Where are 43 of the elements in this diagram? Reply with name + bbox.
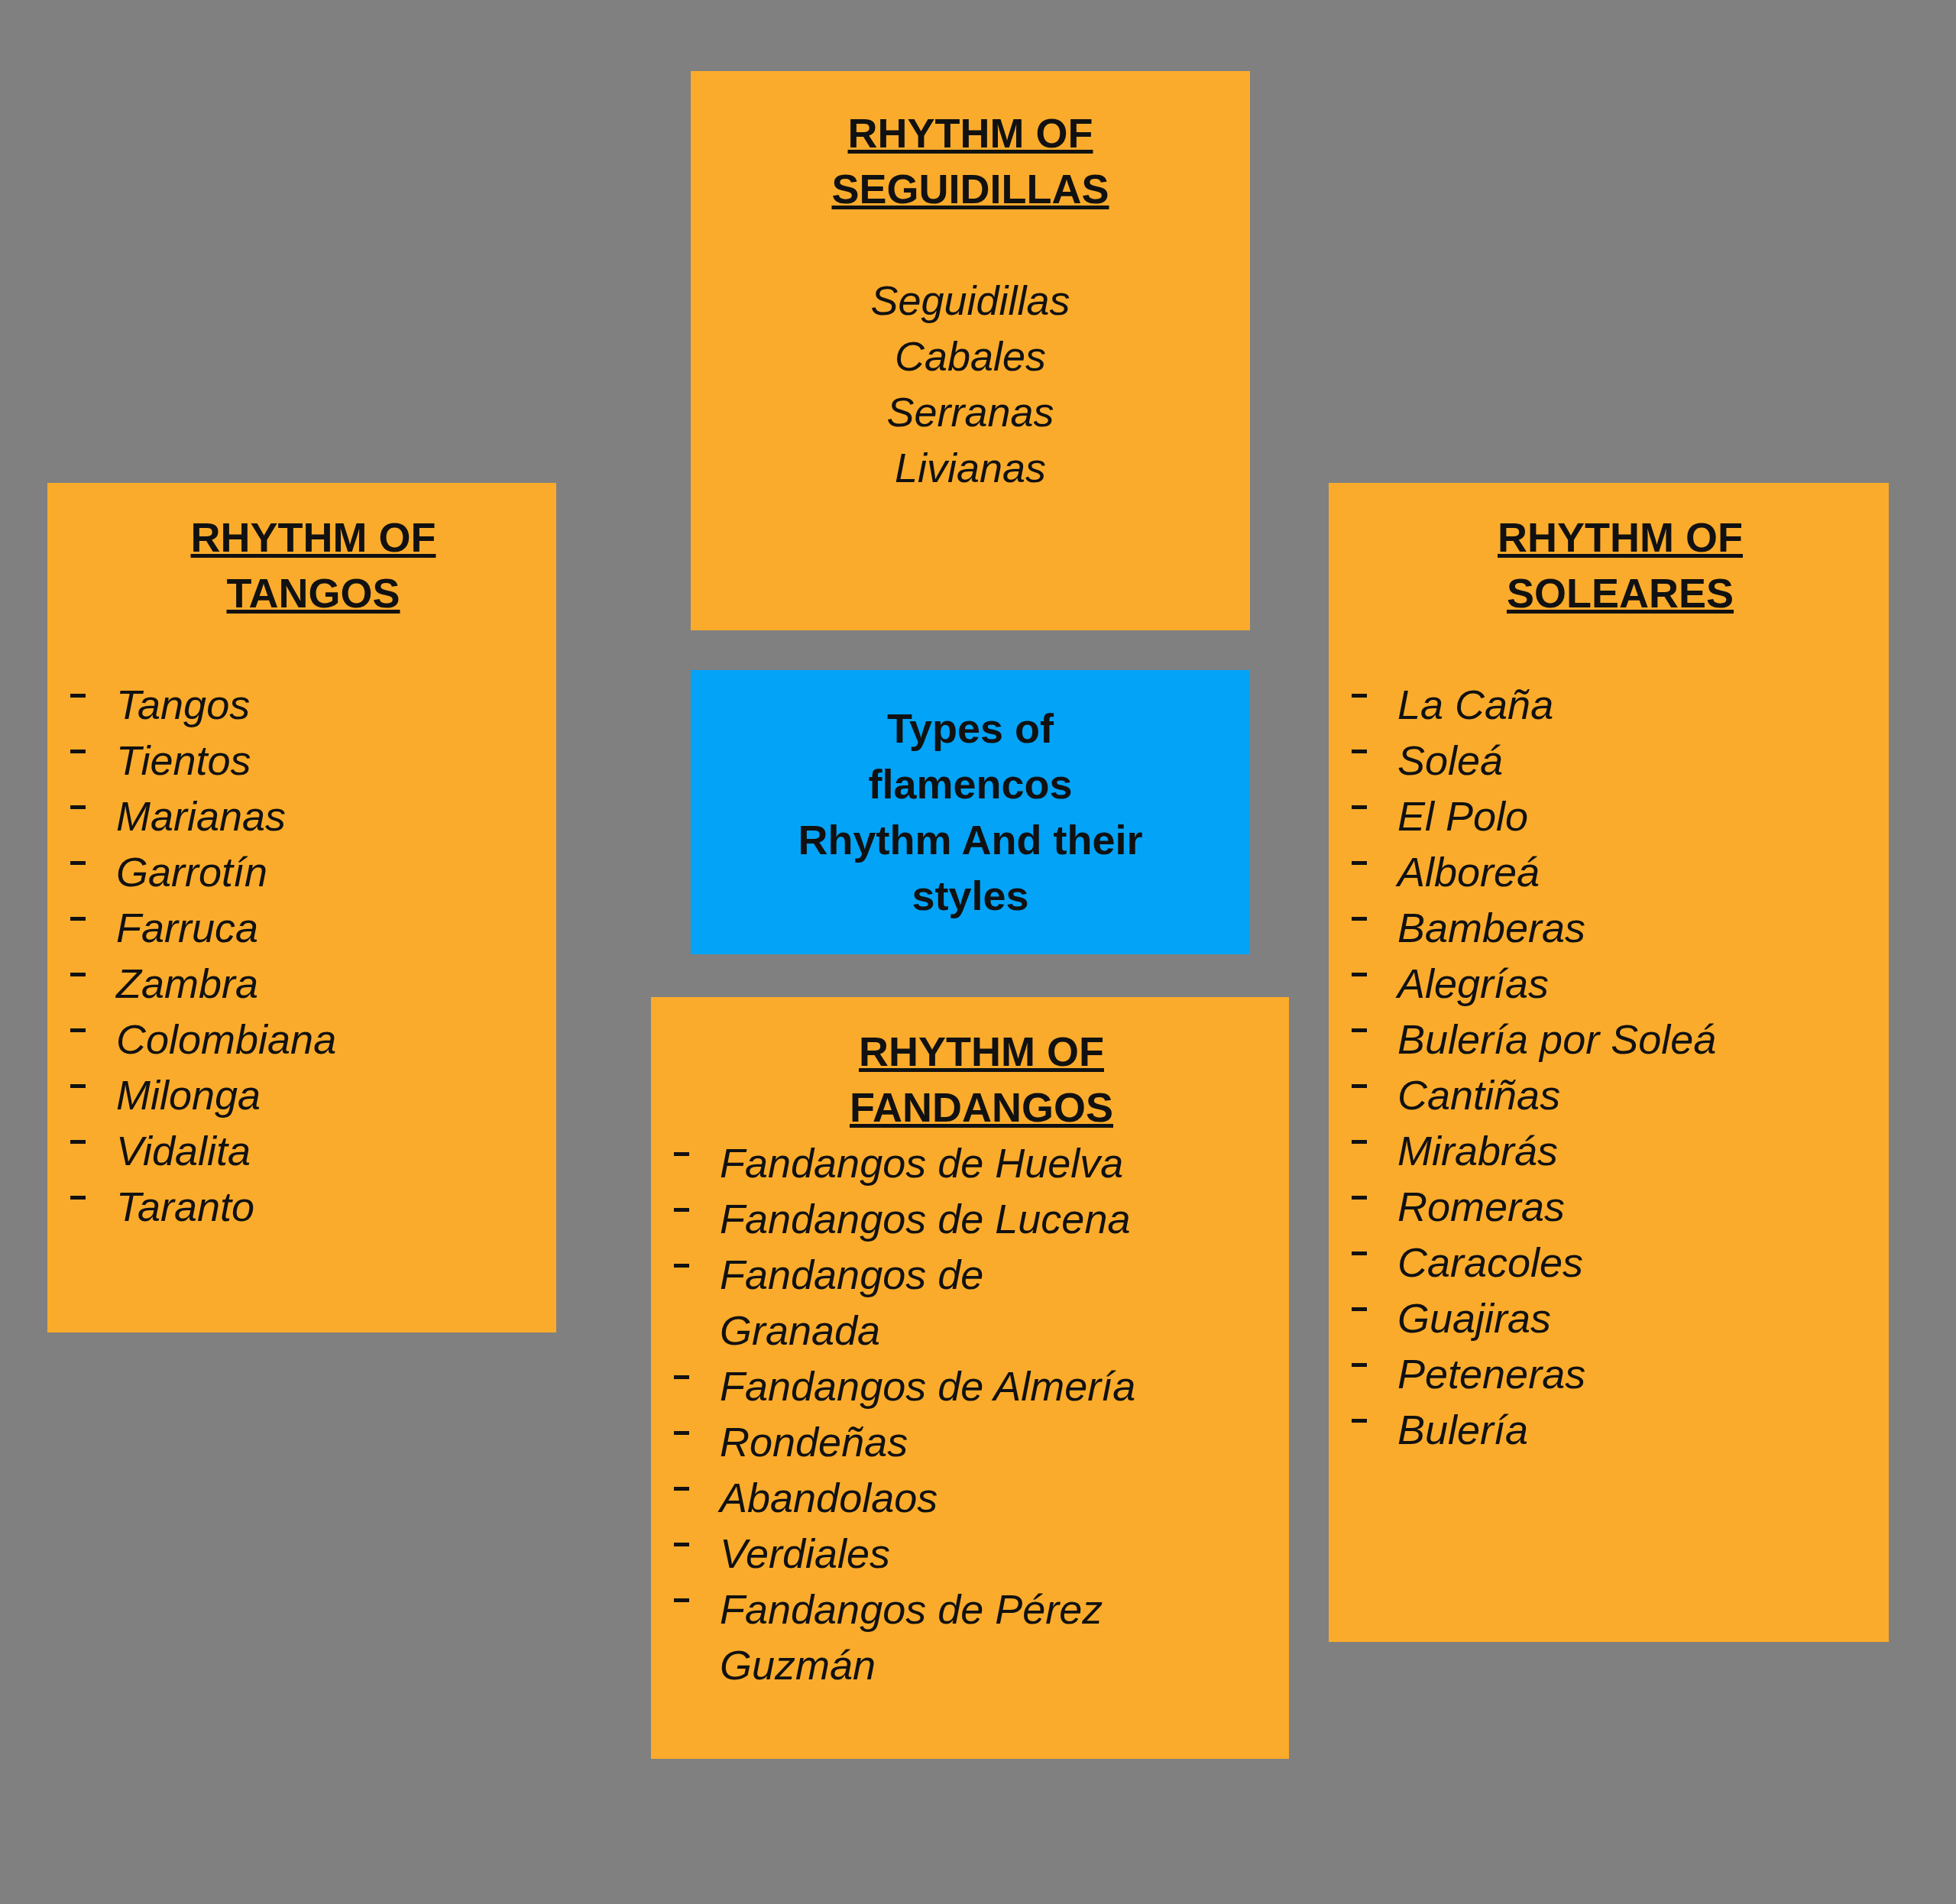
style-name: Soleá xyxy=(1397,737,1504,785)
rhythm-card xyxy=(651,997,1289,1759)
style-name: Cantiñas xyxy=(1397,1071,1561,1119)
style-name: Rondeñas xyxy=(720,1418,908,1466)
title-card xyxy=(691,670,1250,954)
card-title: Types of flamencos Rhythm And their styles xyxy=(797,704,1144,920)
card-heading: RHYTHM OF SOLEARES xyxy=(1497,513,1744,617)
style-name: Fandangos de Lucena xyxy=(720,1195,1131,1243)
style-name: Peteneras xyxy=(1397,1350,1586,1398)
style-name: Mirabrás xyxy=(1397,1127,1559,1175)
style-name: Tientos xyxy=(116,737,251,785)
style-name: Caracoles xyxy=(1397,1239,1584,1287)
style-name: Taranto xyxy=(116,1183,255,1231)
style-name: Milonga xyxy=(116,1071,261,1119)
style-name: Colombiana xyxy=(116,1015,337,1064)
card-heading: RHYTHM OF SEGUIDILLAS xyxy=(831,109,1110,213)
rhythm-card xyxy=(1329,483,1889,1642)
style-name: Fandangos de Granada xyxy=(720,1251,985,1355)
style-name: Tangos xyxy=(116,681,251,729)
style-name: Fandangos de Huelva xyxy=(720,1139,1124,1187)
style-name: Verdiales xyxy=(720,1530,891,1578)
style-name: Bamberas xyxy=(1397,904,1586,952)
style-name: Bulería por Soleá xyxy=(1397,1015,1717,1064)
style-name: Bulería xyxy=(1397,1406,1529,1454)
style-name: Fandangos de Almería xyxy=(720,1362,1136,1410)
style-name: Marianas xyxy=(116,792,287,840)
style-name: Livianas xyxy=(894,444,1047,492)
style-name: Seguidillas xyxy=(870,277,1070,325)
card-heading: RHYTHM OF TANGOS xyxy=(189,513,437,617)
rhythm-card xyxy=(691,71,1250,630)
style-name: Farruca xyxy=(116,904,259,952)
style-name: Garrotín xyxy=(116,848,268,896)
style-name: Vidalita xyxy=(116,1127,251,1175)
style-name: La Caña xyxy=(1397,681,1554,729)
style-name: Romeras xyxy=(1397,1183,1566,1231)
style-name: Zambra xyxy=(116,960,259,1008)
style-name: Cabales xyxy=(894,332,1047,380)
style-name: Guajiras xyxy=(1397,1294,1552,1342)
style-name: El Polo xyxy=(1397,792,1529,840)
card-heading: RHYTHM OF FANDANGOS xyxy=(849,1028,1114,1132)
style-name: Serranas xyxy=(886,388,1054,436)
style-name: Fandangos de Pérez Guzmán xyxy=(720,1585,1104,1689)
rhythm-card xyxy=(47,483,556,1332)
